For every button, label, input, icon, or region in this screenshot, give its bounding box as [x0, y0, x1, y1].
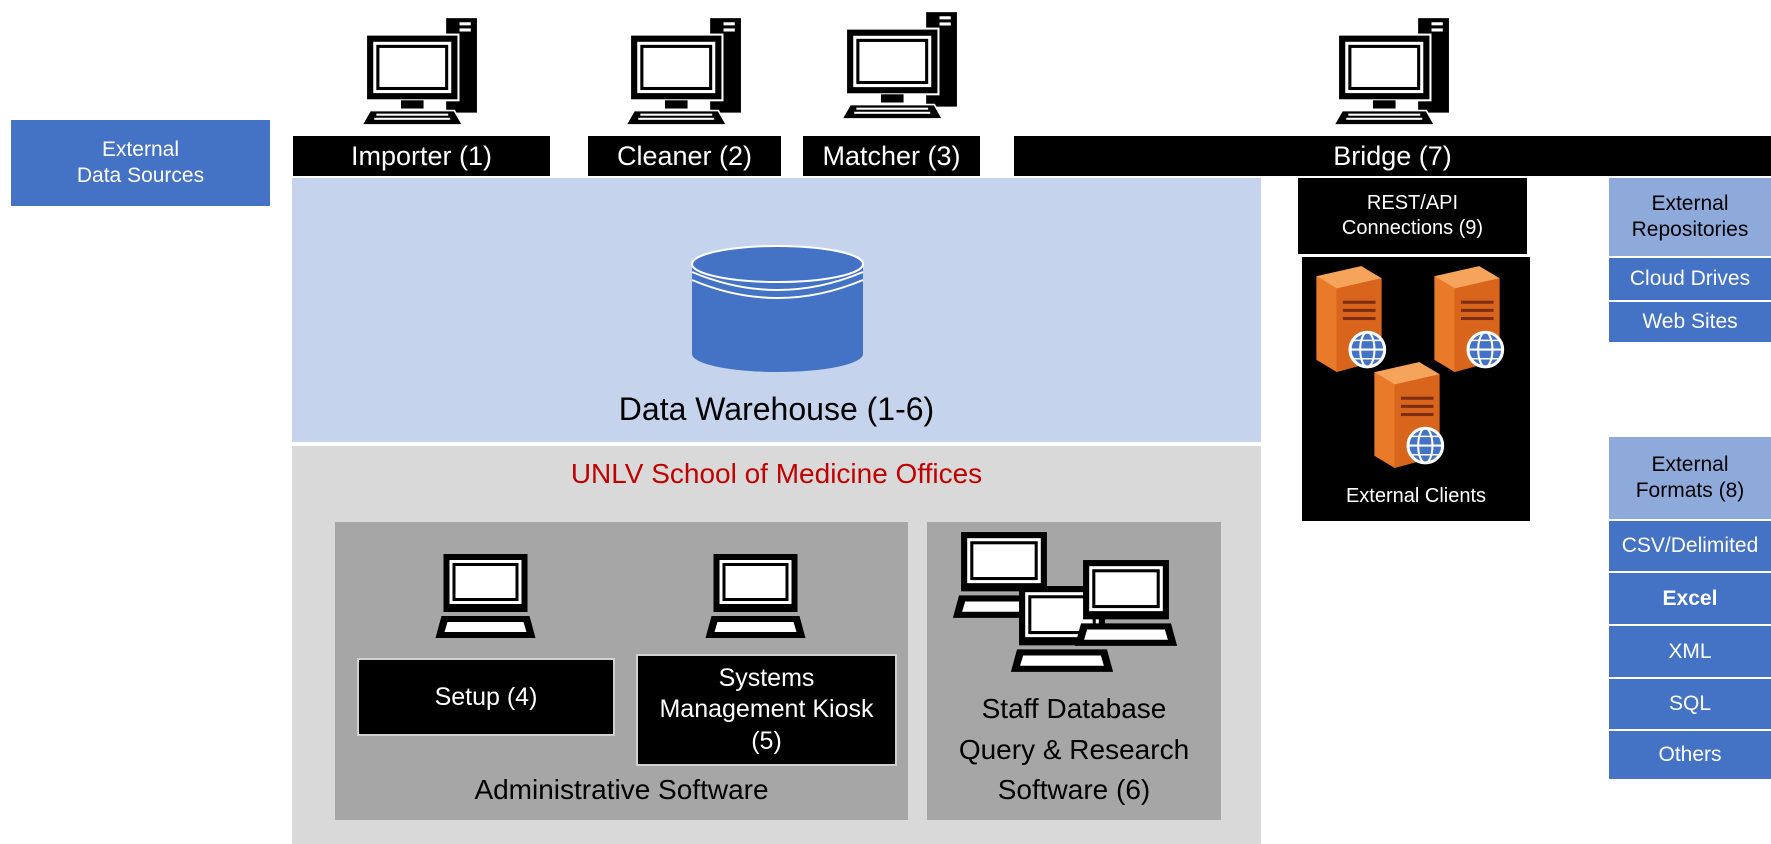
format-item-csv: CSV/Delimited: [1609, 519, 1771, 571]
external-data-sources-line1: External: [101, 137, 180, 161]
format-item-label: SQL: [1668, 692, 1712, 715]
staff-laptop-icon-3: [1072, 558, 1180, 650]
formats-header-line2: Formats (8): [1635, 479, 1745, 502]
offices-title: UNLV School of Medicine Offices: [292, 454, 1261, 494]
format-item-xml: XML: [1609, 624, 1771, 677]
kiosk-laptop-icon: [703, 552, 808, 642]
administrative-software-caption-text: Administrative Software: [474, 774, 769, 805]
setup-label: Setup (4): [434, 682, 538, 711]
repository-item-cloud-drives: Cloud Drives: [1609, 256, 1771, 300]
offices-title-text: UNLV School of Medicine Offices: [570, 458, 983, 489]
format-item-label: Others: [1658, 743, 1722, 766]
setup-laptop-icon: [433, 552, 538, 642]
systems-management-kiosk-box: Systems Management Kiosk (5): [636, 654, 897, 766]
cleaner-computer-icon: [618, 12, 753, 127]
repository-item-label: Web Sites: [1642, 310, 1738, 333]
setup-box: Setup (4): [357, 658, 615, 736]
matcher-label: Matcher (3): [803, 136, 980, 176]
administrative-software-caption: Administrative Software: [335, 770, 908, 810]
data-warehouse-label-text: Data Warehouse (1-6): [618, 390, 935, 427]
format-item-excel: Excel: [1609, 571, 1771, 624]
staff-line1: Staff Database: [981, 693, 1167, 725]
formats-header-line1: External: [1651, 452, 1729, 476]
cleaner-label: Cleaner (2): [588, 136, 781, 176]
importer-label: Importer (1): [293, 136, 550, 176]
format-item-others: Others: [1609, 729, 1771, 779]
rest-api-line1: REST/API: [1366, 192, 1459, 214]
kiosk-line1: Systems: [718, 664, 815, 693]
external-formats-header: External Formats (8): [1609, 437, 1771, 519]
kiosk-line3: (5): [751, 726, 782, 755]
bridge-computer-icon: [1326, 12, 1461, 127]
format-item-label: XML: [1668, 639, 1712, 663]
bridge-label-text: Bridge (7): [1333, 140, 1452, 171]
importer-computer-icon: [354, 12, 489, 127]
format-item-label: Excel: [1662, 586, 1718, 610]
server-icon-3: [1366, 358, 1448, 470]
database-icon: [690, 244, 865, 374]
kiosk-line2: Management Kiosk: [659, 695, 874, 724]
rest-api-connections-box: REST/API Connections (9): [1298, 178, 1527, 254]
external-clients-label-text: External Clients: [1345, 484, 1487, 507]
format-item-label: CSV/Delimited: [1621, 534, 1759, 557]
external-data-sources-line2: Data Sources: [76, 164, 205, 187]
repositories-header-line1: External: [1651, 191, 1729, 215]
matcher-label-text: Matcher (3): [822, 140, 961, 171]
repository-item-label: Cloud Drives: [1629, 267, 1751, 290]
external-clients-label: External Clients: [1302, 480, 1530, 512]
external-repositories-header: External Repositories: [1609, 178, 1771, 256]
data-warehouse-label: Data Warehouse (1-6): [292, 384, 1261, 434]
staff-database-label: Staff Database Query & Research Software…: [927, 690, 1221, 810]
matcher-computer-icon: [834, 6, 969, 121]
bridge-label: Bridge (7): [1014, 136, 1771, 176]
format-item-sql: SQL: [1609, 677, 1771, 729]
rest-api-line2: Connections (9): [1341, 217, 1484, 239]
repository-item-web-sites: Web Sites: [1609, 300, 1771, 342]
importer-label-text: Importer (1): [350, 140, 493, 171]
staff-line2: Query & Research: [958, 733, 1190, 765]
cleaner-label-text: Cleaner (2): [616, 140, 753, 171]
external-data-sources-box: External Data Sources: [11, 120, 270, 206]
staff-line3: Software (6): [997, 774, 1151, 806]
repositories-header-line2: Repositories: [1631, 218, 1749, 241]
